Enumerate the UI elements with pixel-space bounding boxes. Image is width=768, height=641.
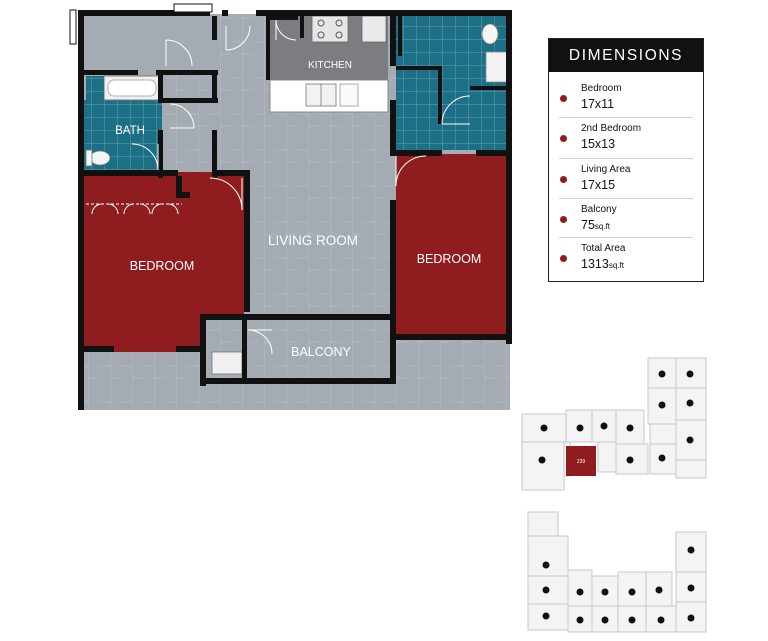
closet-top [164, 16, 218, 70]
bedroom-left-label: BEDROOM [130, 259, 195, 273]
bath-label: BATH [115, 125, 145, 137]
dimension-value: 15x13 [581, 137, 616, 151]
dimension-name: 2nd Bedroom [581, 123, 642, 134]
stove [311, 15, 349, 43]
dimensions-panel: DIMENSIONS Bedroom 17x11 2nd Bedroom 15x… [548, 38, 704, 282]
bullet-dot-icon [560, 95, 567, 102]
window-top [173, 3, 213, 13]
bullet-dot-icon [560, 176, 567, 183]
bullet-dot-icon [560, 135, 567, 142]
dimension-item: 2nd Bedroom 15x13 [549, 117, 703, 157]
toilet-right [481, 23, 499, 45]
door-swings [86, 19, 471, 355]
dimension-value: 75sq.ft [581, 218, 611, 232]
bedroom-right-floor [396, 154, 510, 336]
dimension-item: Bedroom 17x11 [549, 81, 703, 117]
key-plan-lower [527, 511, 707, 633]
key-plan-upper [521, 357, 707, 491]
bullet-dot-icon [560, 255, 567, 262]
dimension-value: 1313sq.ft [581, 257, 624, 271]
key-plan-highlighted-unit [566, 446, 596, 476]
dimension-item: Total Area 1313sq.ft [549, 237, 703, 277]
bedroom-right-label: BEDROOM [417, 252, 482, 266]
walls [78, 10, 512, 410]
dimension-name: Bedroom [581, 83, 622, 94]
bullet-dot-icon [560, 216, 567, 223]
dimension-value: 17x11 [581, 97, 615, 111]
living-room-label: LIVING ROOM [268, 233, 358, 248]
dimension-name: Balcony [581, 204, 617, 215]
dimension-name: Living Area [581, 164, 631, 175]
dimensions-title: DIMENSIONS [549, 39, 703, 72]
dimension-item: Balcony 75sq.ft [549, 198, 703, 238]
dimension-name: Total Area [581, 243, 626, 254]
dimension-value: 17x15 [581, 178, 616, 192]
key-plan-unit-label: 239 [577, 459, 586, 465]
key-plan-lower-dots [542, 546, 695, 624]
kitchen-label: KITCHEN [308, 60, 352, 71]
key-plan-dots [538, 370, 694, 464]
balcony-label: BALCONY [291, 345, 351, 359]
laundry-closet [84, 16, 164, 70]
dimension-item: Living Area 17x15 [549, 158, 703, 198]
